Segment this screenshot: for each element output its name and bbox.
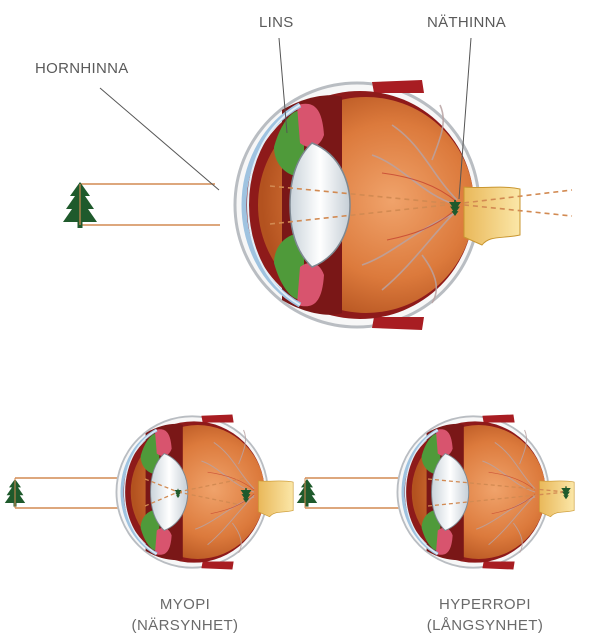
caption-myopia: MYOPI (NÄRSYNHET) [90,594,280,636]
caption-myopia-subtitle: (NÄRSYNHET) [90,615,280,636]
main-eye-diagram [235,80,520,330]
caption-myopia-title: MYOPI [90,594,280,615]
caption-hyperopia-subtitle: (LÅNGSYNHET) [385,615,585,636]
label-cornea: HORNHINNA [35,60,129,78]
tree-icon [297,479,317,507]
label-lens: LINS [259,14,294,32]
caption-hyperopia-title: HYPERROPI [385,594,585,615]
label-retina: NÄTHINNA [427,14,506,32]
caption-hyperopia: HYPERROPI (LÅNGSYNHET) [385,594,585,636]
